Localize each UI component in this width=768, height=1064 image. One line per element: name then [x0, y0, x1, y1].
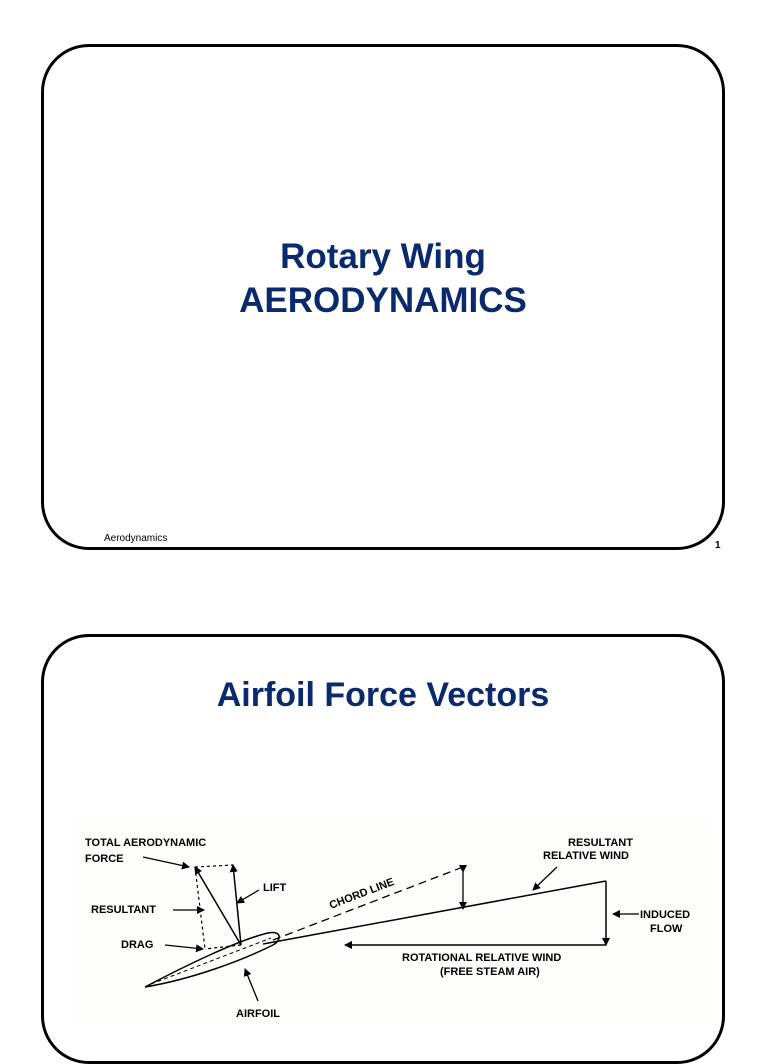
- label-resultant-rel-wind-1: RESULTANT: [568, 837, 633, 849]
- slide-1: Rotary Wing AERODYNAMICS: [41, 44, 725, 550]
- title-line-2: AERODYNAMICS: [239, 281, 527, 320]
- label-rotational-2: (FREE STEAM AIR): [440, 966, 540, 978]
- label-induced-flow-1: INDUCED: [640, 909, 690, 921]
- airfoil-internal-chord: [150, 937, 272, 985]
- title-line-1: Rotary Wing: [280, 237, 486, 276]
- lift-pointer: [236, 889, 260, 904]
- label-total-aero-1: TOTAL AERODYNAMIC: [85, 837, 206, 849]
- airfoil-shape: [144, 931, 280, 988]
- page-number: 1: [715, 540, 721, 551]
- label-lift: LIFT: [263, 882, 286, 894]
- label-airfoil: AIRFOIL: [236, 1008, 280, 1020]
- resultant-relative-wind-line: [262, 880, 607, 945]
- lift-component-dashed: [194, 866, 206, 950]
- total-aero-pointer: [142, 856, 190, 870]
- airfoil-force-diagram: TOTAL AERODYNAMIC FORCE LIFT RESULTANT D…: [73, 817, 713, 1024]
- resultant-rel-wind-pointer: [532, 866, 558, 891]
- label-total-aero-2: FORCE: [85, 853, 124, 865]
- total-aero-force-vector: [194, 866, 242, 946]
- drag-vector: [204, 944, 242, 950]
- lift-vector: [229, 864, 242, 946]
- label-induced-flow-2: FLOW: [650, 923, 683, 935]
- airfoil-pointer: [243, 968, 259, 1002]
- slide-2-title: Airfoil Force Vectors: [216, 676, 550, 714]
- top-dashed: [194, 864, 234, 868]
- label-resultant-rel-wind-2: RELATIVE WIND: [543, 850, 629, 862]
- drag-pointer: [164, 944, 204, 953]
- airfoil-diagram-svg: TOTAL AERODYNAMIC FORCE LIFT RESULTANT D…: [85, 837, 690, 1020]
- label-rotational-1: ROTATIONAL RELATIVE WIND: [402, 952, 561, 964]
- label-resultant: RESULTANT: [91, 904, 156, 916]
- label-drag: DRAG: [121, 939, 153, 951]
- slide-footer: Aerodynamics: [104, 533, 168, 544]
- chord-line: [272, 866, 464, 941]
- slide-1-title: Rotary Wing AERODYNAMICS: [44, 235, 722, 323]
